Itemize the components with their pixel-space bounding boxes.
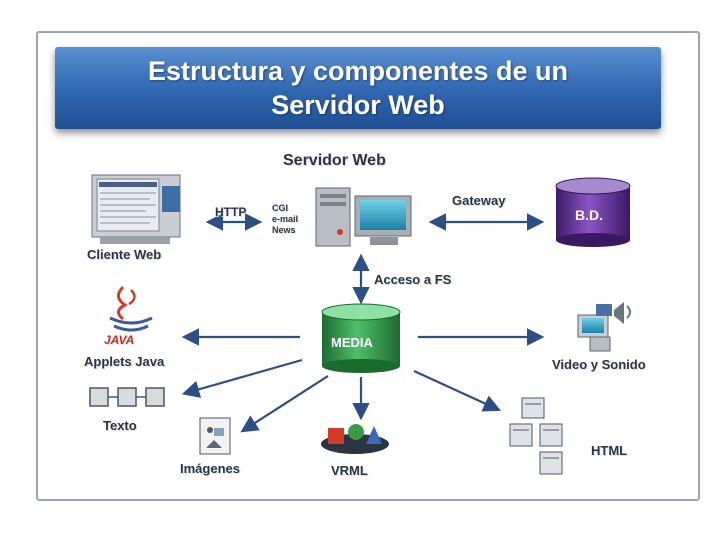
vrml-shapes-icon: [321, 424, 389, 454]
image-document-icon: [199, 417, 231, 455]
cgi-label: CGI: [272, 203, 289, 213]
text-blocks-icon: [89, 387, 165, 407]
media-cylinder-icon: [321, 303, 401, 373]
html-label: HTML: [591, 443, 628, 458]
video-sound-icon: [577, 302, 631, 352]
bd-label: B.D.: [575, 207, 603, 223]
java-logo-icon: [109, 285, 153, 332]
server-computer-icon: [315, 187, 412, 247]
imagenes-label: Imágenes: [180, 461, 240, 476]
video-sonido-label: Video y Sonido: [552, 357, 646, 372]
monitor-icon: [91, 174, 181, 244]
acceso-fs-label: Acceso a FS: [374, 272, 452, 287]
texto-label: Texto: [103, 418, 137, 433]
vrml-label: VRML: [331, 463, 368, 478]
email-label: e-mail: [272, 214, 299, 224]
gateway-label: Gateway: [452, 193, 506, 208]
title-line-2: Servidor Web: [271, 90, 445, 120]
database-cylinder-icon: [555, 177, 631, 247]
arrow-to-texto: [181, 358, 303, 398]
java-logo-text: JAVA: [104, 333, 135, 347]
news-label: News: [272, 225, 296, 235]
arrow-to-imagenes: [240, 375, 329, 433]
media-label: MEDIA: [331, 335, 373, 350]
arrows: [181, 213, 545, 433]
cliente-web-label: Cliente Web: [87, 247, 162, 262]
applets-java-label: Applets Java: [84, 354, 165, 369]
arrow-to-html: [413, 369, 502, 412]
servidor-web-label: Servidor Web: [283, 152, 386, 169]
html-documents-icon: [509, 397, 563, 475]
http-label: HTTP: [215, 205, 247, 219]
title-banner: Estructura y componentes de un Servidor …: [55, 47, 661, 129]
title-line-1: Estructura y componentes de un: [147, 56, 569, 86]
